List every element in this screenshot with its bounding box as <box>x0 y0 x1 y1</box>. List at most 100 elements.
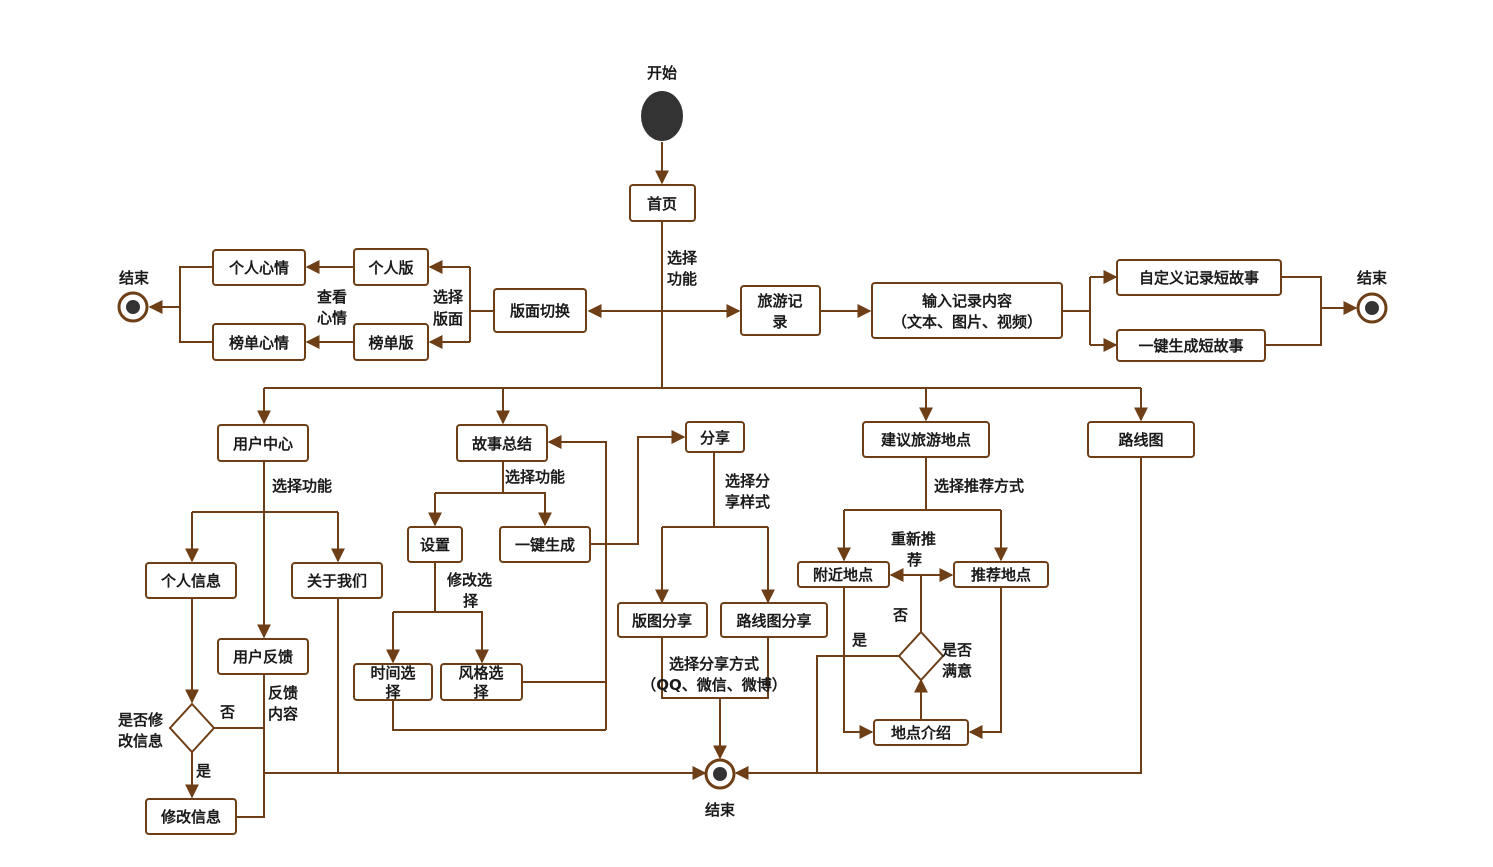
label-modify-question-1: 是否修 <box>117 711 164 729</box>
end-node-left: 结束 <box>117 269 150 323</box>
svg-text:路线图: 路线图 <box>1118 431 1163 449</box>
label-no-modify: 否 <box>219 703 235 721</box>
label-feedback-content-1: 反馈 <box>268 684 298 702</box>
edge-recommend-intro <box>968 588 1002 739</box>
label-select-layout-2: 版面 <box>433 310 463 328</box>
node-ranking-mood: 榜单心情 <box>212 323 306 361</box>
node-route-share: 路线图分享 <box>720 602 828 638</box>
edge-time-loop <box>392 701 606 731</box>
label-select-function-2: 功能 <box>667 270 697 288</box>
edge-settings-style <box>435 611 489 664</box>
label-view-mood-2: 心情 <box>317 309 347 327</box>
label-select-share-style-1: 选择分 <box>725 472 770 490</box>
node-about-us: 关于我们 <box>291 562 383 599</box>
svg-text:风格选: 风格选 <box>458 664 503 682</box>
node-user-feedback: 用户反馈 <box>217 638 309 675</box>
node-user-center: 用户中心 <box>217 424 309 462</box>
end-label-bottom: 结束 <box>705 801 736 819</box>
label-no-satisfied: 否 <box>892 606 908 624</box>
svg-text:时间选: 时间选 <box>370 664 415 682</box>
svg-text:首页: 首页 <box>647 195 677 213</box>
edge-settings-fork <box>393 563 436 613</box>
end-label-left: 结束 <box>119 269 150 287</box>
edge-labels: 选择 功能 选择 版面 查看 心情 选择功能 选择功能 选择分 享样式 选择推荐… <box>117 249 1024 780</box>
modify-decision <box>168 702 216 754</box>
svg-text:分享: 分享 <box>700 429 730 447</box>
svg-text:附近地点: 附近地点 <box>813 566 873 584</box>
node-layout-share: 版图分享 <box>617 602 708 638</box>
node-place-intro: 地点介绍 <box>873 719 969 746</box>
label-re-recommend-1: 重新推 <box>891 530 936 548</box>
label-select-recommend-mode: 选择推荐方式 <box>934 477 1024 495</box>
label-select-share-mode-1: 选择分享方式 <box>669 655 759 673</box>
label-feedback-content-2: 内容 <box>268 705 298 723</box>
start-node: 开始 <box>641 64 683 141</box>
edge-feedback-modify <box>237 675 265 818</box>
satisfied-decision <box>897 630 945 682</box>
edge-stories-join <box>1266 276 1322 346</box>
node-home: 首页 <box>629 184 696 222</box>
svg-text:修改信息: 修改信息 <box>160 808 221 826</box>
svg-text:路线图分享: 路线图分享 <box>736 612 811 630</box>
svg-text:设置: 设置 <box>420 536 450 554</box>
svg-text:关于我们: 关于我们 <box>307 572 367 590</box>
edge-decision-yes <box>816 655 899 773</box>
label-select-share-style-2: 享样式 <box>725 493 770 511</box>
svg-text:一键生成短故事: 一键生成短故事 <box>1138 337 1243 355</box>
edge-nearby-intro <box>843 588 874 739</box>
end-node-bottom: 结束 <box>704 758 736 819</box>
label-view-mood-1: 查看 <box>317 288 347 306</box>
svg-text:用户中心: 用户中心 <box>233 435 293 453</box>
node-modify-info: 修改信息 <box>145 798 237 835</box>
node-ranking-board: 榜单版 <box>353 323 429 361</box>
svg-text:择: 择 <box>385 683 401 701</box>
node-auto-story: 一键生成短故事 <box>1116 329 1266 362</box>
svg-text:个人信息: 个人信息 <box>160 572 221 590</box>
node-story-summary: 故事总结 <box>456 424 548 462</box>
node-personal-board: 个人版 <box>353 248 429 286</box>
svg-text:录: 录 <box>772 313 787 331</box>
svg-text:建议旅游地点: 建议旅游地点 <box>881 431 971 449</box>
edge-loop-story <box>547 435 607 730</box>
node-recommend: 推荐地点 <box>953 561 1049 588</box>
node-layout-switch: 版面切换 <box>493 288 587 333</box>
svg-text:榜单版: 榜单版 <box>368 334 413 352</box>
node-suggest-place: 建议旅游地点 <box>862 421 990 458</box>
svg-text:个人心情: 个人心情 <box>228 259 289 277</box>
end-label-right: 结束 <box>1357 269 1388 287</box>
node-settings: 设置 <box>407 526 463 563</box>
edge-oneclick-share <box>591 430 686 545</box>
node-share: 分享 <box>685 421 745 453</box>
node-personal-mood: 个人心情 <box>212 249 306 286</box>
label-re-recommend-2: 荐 <box>906 551 922 569</box>
label-ss-select-function: 选择功能 <box>505 468 565 486</box>
node-nearby: 附近地点 <box>797 561 890 588</box>
node-custom-story: 自定义记录短故事 <box>1116 259 1282 296</box>
edge-moods-join <box>179 266 212 343</box>
label-satisfied-question-1: 是否 <box>941 641 972 659</box>
node-route-map: 路线图 <box>1087 421 1195 458</box>
svg-text:择: 择 <box>473 683 489 701</box>
svg-text:推荐地点: 推荐地点 <box>971 566 1031 584</box>
svg-text:（文本、图片、视频）: （文本、图片、视频） <box>892 313 1042 331</box>
label-yes-satisfied: 是 <box>851 631 868 649</box>
node-input-content: 输入记录内容 （文本、图片、视频） <box>871 282 1063 339</box>
edge-right-to-end <box>734 458 1142 780</box>
end-node-right: 结束 <box>1356 269 1388 324</box>
label-uc-select-function: 选择功能 <box>272 477 332 495</box>
edge-layout-fork <box>469 267 493 342</box>
node-time-select: 时间选 择 <box>353 663 433 701</box>
svg-text:输入记录内容: 输入记录内容 <box>922 292 1012 310</box>
svg-text:自定义记录短故事: 自定义记录短故事 <box>1139 269 1259 287</box>
svg-text:旅游记: 旅游记 <box>757 292 802 310</box>
svg-text:故事总结: 故事总结 <box>472 435 532 453</box>
start-label: 开始 <box>647 64 677 82</box>
node-travel-record: 旅游记 录 <box>740 285 821 336</box>
edge-story-fork <box>435 462 504 494</box>
svg-text:版面切换: 版面切换 <box>510 302 571 320</box>
label-select-share-mode-2: （QQ、微信、微博） <box>641 676 787 694</box>
svg-text:用户反馈: 用户反馈 <box>233 648 293 666</box>
label-yes-modify: 是 <box>195 762 212 780</box>
